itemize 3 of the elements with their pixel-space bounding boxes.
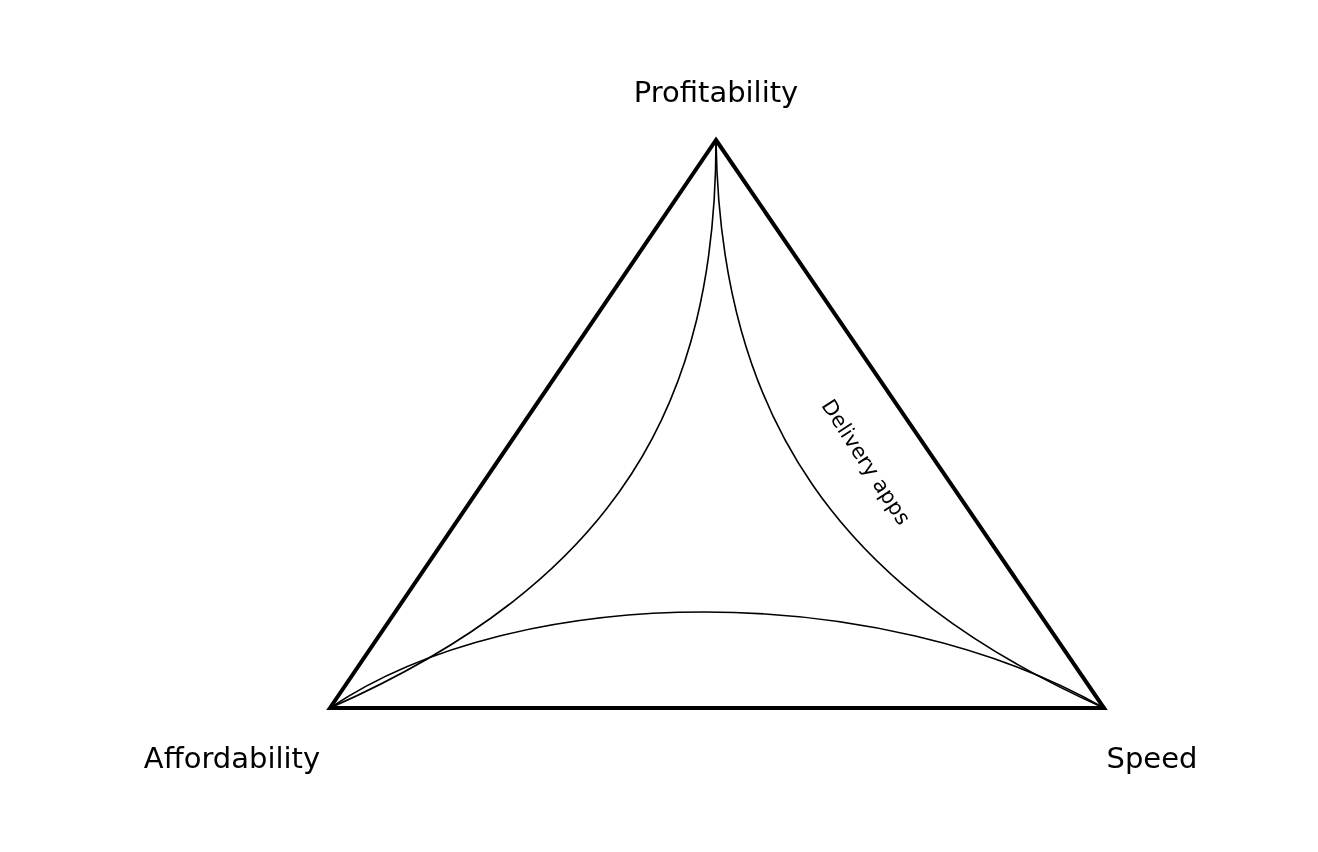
vertex-label: Affordability [143, 741, 321, 775]
vertex-label: Speed [1106, 741, 1198, 775]
vertex-label: Profitability [633, 75, 799, 109]
